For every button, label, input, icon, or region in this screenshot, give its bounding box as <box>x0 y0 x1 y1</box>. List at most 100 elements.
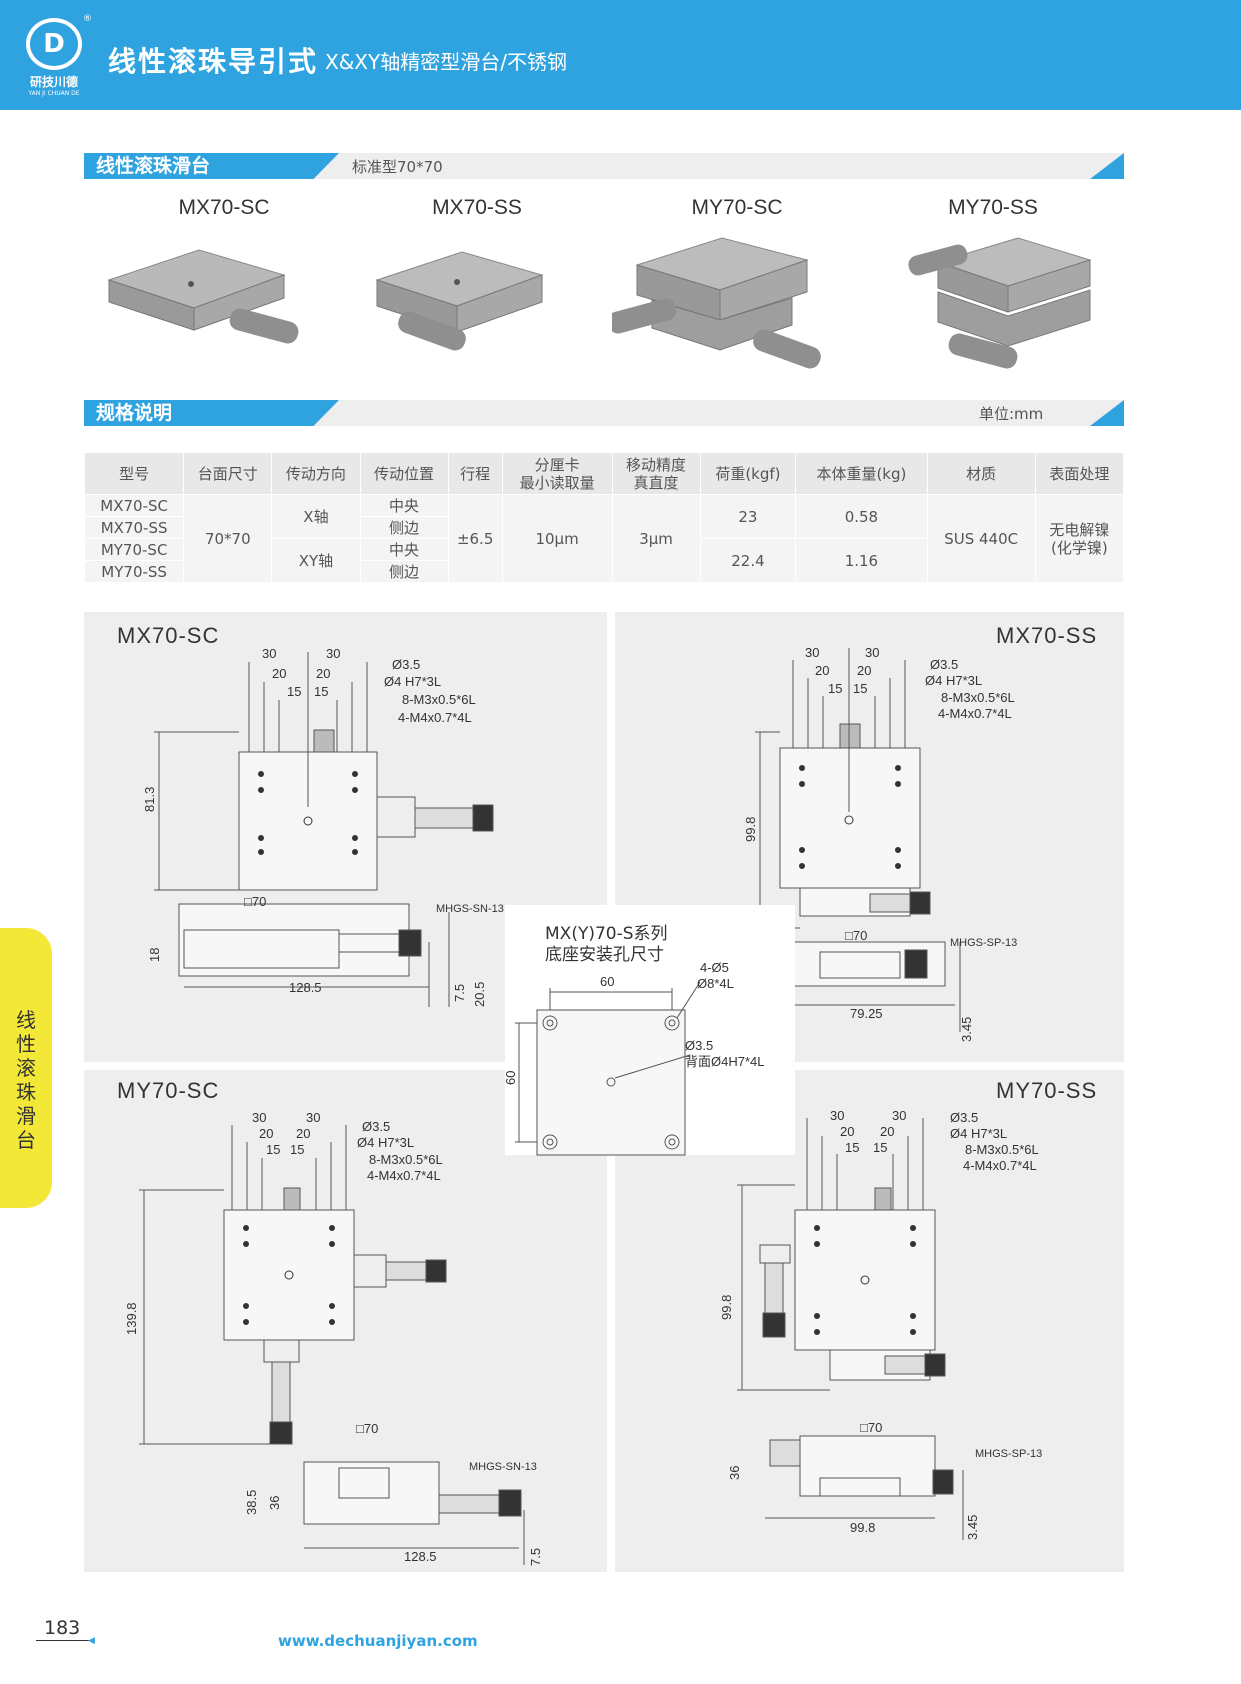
product-card: MX70-SS <box>352 196 602 374</box>
product-card: MX70-SC <box>99 196 349 374</box>
dim-side: 81.3 <box>142 787 157 812</box>
base-counterbore: Ø8*4L <box>697 976 734 991</box>
product-card: MY70-SS <box>868 196 1118 384</box>
dim-15: 15 <box>828 681 842 696</box>
product-photo <box>107 249 299 344</box>
micrometer-label: MHGS-SN-13 <box>469 1461 537 1473</box>
spec-table: 型号 台面尺寸 传动方向 传动位置 行程 分厘卡 最小读取量 移动精度 真直度 … <box>83 452 1125 583</box>
page-subtitle: X&XY轴精密型滑台/不锈钢 <box>325 50 567 74</box>
dim-height: 36 <box>267 1496 282 1510</box>
table-size-cell: 70*70 <box>183 494 273 583</box>
hole-label: Ø3.5 <box>950 1110 978 1125</box>
dim-15: 15 <box>873 1140 887 1155</box>
dim-height: 18 <box>147 948 162 962</box>
column-header: 移动精度 真直度 <box>611 452 701 495</box>
dim-20: 20 <box>296 1126 310 1141</box>
hole-label: 4-M4x0.7*4L <box>963 1158 1037 1173</box>
dim-square: □70 <box>845 928 867 943</box>
hole-label: 4-M4x0.7*4L <box>367 1168 441 1183</box>
side-tab-label: 线性滚珠滑台 <box>16 1008 36 1152</box>
page-arrow-icon: ◀ <box>88 1636 95 1646</box>
dim-20: 20 <box>272 666 286 681</box>
dim-h2: 20.5 <box>472 982 487 1007</box>
base-drawing-title: MX(Y)70-S系列 底座安装孔尺寸 <box>545 924 668 966</box>
dim-square: □70 <box>356 1421 378 1436</box>
section-bar-spec: 规格说明 单位:mm <box>84 400 1124 426</box>
position-cell: 中央 <box>359 538 449 561</box>
dim-width: 128.5 <box>404 1549 437 1564</box>
column-header: 荷重(kgf) <box>699 452 797 495</box>
weight-cell: 1.16 <box>795 538 928 583</box>
dim-20: 20 <box>857 663 871 678</box>
dim-15: 15 <box>845 1140 859 1155</box>
dim-20: 20 <box>815 663 829 678</box>
dim-15: 15 <box>853 681 867 696</box>
product-name: MY70-SS <box>948 196 1038 219</box>
dim-30: 30 <box>892 1108 906 1123</box>
dim-width: 99.8 <box>850 1520 875 1535</box>
drawing-title: MX70-SC <box>117 623 220 648</box>
product-photo <box>375 251 544 351</box>
section-note: 标准型70*70 <box>352 158 443 176</box>
dim-square: □70 <box>244 894 266 909</box>
base-title-line: MX(Y)70-S系列 <box>545 924 668 944</box>
product-name: MY70-SC <box>691 196 783 219</box>
dim-side: 99.8 <box>719 1295 734 1320</box>
logo-en: YAN JI CHUAN DE <box>28 90 80 97</box>
website-link[interactable]: www.dechuanjiyan.com <box>278 1632 478 1650</box>
base-title-line: 底座安装孔尺寸 <box>545 945 664 965</box>
model-cell: MX70-SC <box>83 494 185 517</box>
hole-label: Ø3.5 <box>362 1119 390 1134</box>
dim-30: 30 <box>805 645 819 660</box>
dim-h1: 3.45 <box>959 1017 974 1042</box>
dim-15: 15 <box>287 684 301 699</box>
product-card: MY70-SC <box>607 196 862 394</box>
model-cell: MY70-SC <box>83 538 185 561</box>
drawing-title: MY70-SC <box>117 1078 220 1103</box>
hole-label: Ø4 H7*3L <box>925 673 982 688</box>
page-number: 183 <box>44 1617 81 1639</box>
table-row: MX70-SC 70*70 X轴 中央 ±6.5 10μm 3μm 23 0.5… <box>83 494 1125 583</box>
base-hole-drawing: 60 60 4-Ø5 Ø8*4L Ø3.5 背面Ø4H7*4L <box>505 960 764 1156</box>
my70-sc-drawing: 30 30 20 20 15 15 Ø3.5 Ø4 H7*3L 8-M3x0.5… <box>124 1110 543 1566</box>
base-center-hole: Ø3.5 <box>685 1038 713 1053</box>
mounting-holes <box>243 1225 335 1325</box>
direction-cell: XY轴 <box>271 538 361 583</box>
column-header: 材质 <box>926 452 1036 495</box>
base-dim-width: 60 <box>600 974 614 989</box>
section-corner <box>1090 400 1124 426</box>
section-label-spec: 规格说明 <box>84 400 339 426</box>
dim-30: 30 <box>252 1110 266 1125</box>
section-corner <box>1090 153 1124 179</box>
dim-20: 20 <box>316 666 330 681</box>
dim-h1: 7.5 <box>452 984 467 1002</box>
dim-square: □70 <box>860 1420 882 1435</box>
product-photo <box>908 237 1092 369</box>
column-header: 型号 <box>83 452 185 495</box>
dim-30: 30 <box>326 646 340 661</box>
table-header-row: 型号 台面尺寸 传动方向 传动位置 行程 分厘卡 最小读取量 移动精度 真直度 … <box>83 452 1125 495</box>
hole-label: Ø4 H7*3L <box>384 674 441 689</box>
column-header: 本体重量(kg) <box>795 452 928 495</box>
weight-cell: 0.58 <box>795 494 928 539</box>
hole-label: Ø3.5 <box>930 657 958 672</box>
dim-20: 20 <box>880 1124 894 1139</box>
hole-label: Ø4 H7*3L <box>950 1126 1007 1141</box>
product-name: MX70-SS <box>432 196 522 219</box>
mx70-sc-drawing: 30 30 20 20 15 15 Ø3.5 Ø4 H7*3L 8-M3x0.5… <box>142 646 504 1007</box>
dim-30: 30 <box>830 1108 844 1123</box>
micrometer-cell: 10μm <box>501 494 613 583</box>
drawing-title: MX70-SS <box>996 623 1098 648</box>
mounting-holes <box>258 771 358 855</box>
micrometer-label: MHGS-SP-13 <box>950 937 1017 949</box>
load-cell: 22.4 <box>699 538 797 583</box>
base-holes: 4-Ø5 <box>700 960 729 975</box>
position-cell: 中央 <box>359 494 449 517</box>
hole-label: 4-M4x0.7*4L <box>398 710 472 725</box>
direction-cell: X轴 <box>271 494 361 539</box>
product-name: MX70-SC <box>178 196 270 219</box>
dim-h1: 3.45 <box>965 1515 980 1540</box>
model-cell: MY70-SS <box>83 560 185 583</box>
hole-label: 8-M3x0.5*6L <box>941 690 1015 705</box>
hole-label: 8-M3x0.5*6L <box>369 1152 443 1167</box>
